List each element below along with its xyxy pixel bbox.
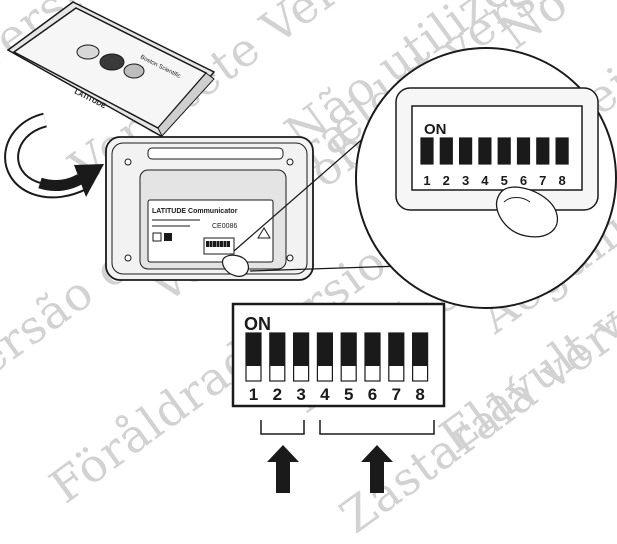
zoom-switch-number-5: 5	[501, 173, 508, 188]
large-switch-lever-4	[317, 333, 333, 366]
large-switch-number-5: 5	[344, 385, 353, 404]
large-switch-number-1: 1	[249, 385, 258, 404]
large-switch-lever-8	[412, 333, 428, 366]
flip-arrow	[4, 112, 104, 199]
zoom-switch-number-7: 7	[539, 173, 546, 188]
label-ce-mark: CE0086	[212, 223, 237, 230]
large-toggles	[245, 332, 429, 382]
small-dip-toggles	[206, 241, 230, 247]
finger-zoom-icon	[495, 186, 559, 238]
zoom-switch-number-4: 4	[481, 173, 489, 188]
large-switch-lever-6	[365, 333, 380, 366]
zoom-switch-lever-5	[498, 138, 511, 164]
zoom-switch-lever-1	[421, 138, 433, 164]
large-switch-number-3: 3	[296, 385, 305, 404]
zoom-switch-lever-3	[459, 138, 472, 164]
communicator-back-illustration: LATITUDE Communicator CE0086	[105, 136, 314, 281]
large-switch-number-2: 2	[273, 385, 282, 404]
zoom-switch-lever-4	[478, 138, 491, 164]
large-switch-lever-1	[246, 333, 261, 366]
large-on-label: ON	[244, 314, 271, 334]
label-title: LATITUDE Communicator	[152, 208, 238, 215]
zoom-switch-number-1: 1	[423, 173, 430, 188]
zoom-on-label: ON	[424, 121, 447, 138]
large-switch-lever-2	[269, 333, 285, 366]
communicator-front-illustration: Boston Scientific LATITUDE	[6, 1, 216, 137]
bracket-group-1	[260, 420, 305, 435]
large-switch-number-4: 4	[320, 385, 330, 404]
zoom-switch-lever-8	[556, 138, 569, 164]
arrow-up-icon-group-2	[361, 445, 393, 493]
large-switch-lever-5	[341, 333, 357, 366]
arrow-head-icon	[74, 164, 104, 197]
zoom-switch-lever-7	[536, 138, 549, 164]
large-switch-number-6: 6	[368, 385, 377, 404]
large-switch-number-8: 8	[415, 385, 424, 404]
zoom-switch-number-3: 3	[462, 173, 469, 188]
large-switch-lever-3	[293, 333, 309, 366]
communicator-diagram: Boston Scientific LATITUDE LATITUDE Comm…	[4, 1, 617, 493]
device-label	[147, 199, 274, 263]
status-lights	[76, 44, 145, 79]
zoom-switch-number-6: 6	[520, 173, 527, 188]
zoom-switch-lever-2	[440, 138, 453, 164]
large-switch-number-7: 7	[392, 385, 401, 404]
zoom-switch-number-2: 2	[443, 173, 450, 188]
large-switch-lever-7	[388, 333, 404, 366]
bracket-group-2	[319, 420, 435, 435]
zoom-switch-lever-6	[517, 138, 530, 164]
arrow-up-icon-group-1	[267, 445, 299, 493]
zoom-toggles	[420, 137, 569, 165]
zoom-switch-number-8: 8	[558, 173, 565, 188]
finger-small-icon	[221, 254, 249, 277]
